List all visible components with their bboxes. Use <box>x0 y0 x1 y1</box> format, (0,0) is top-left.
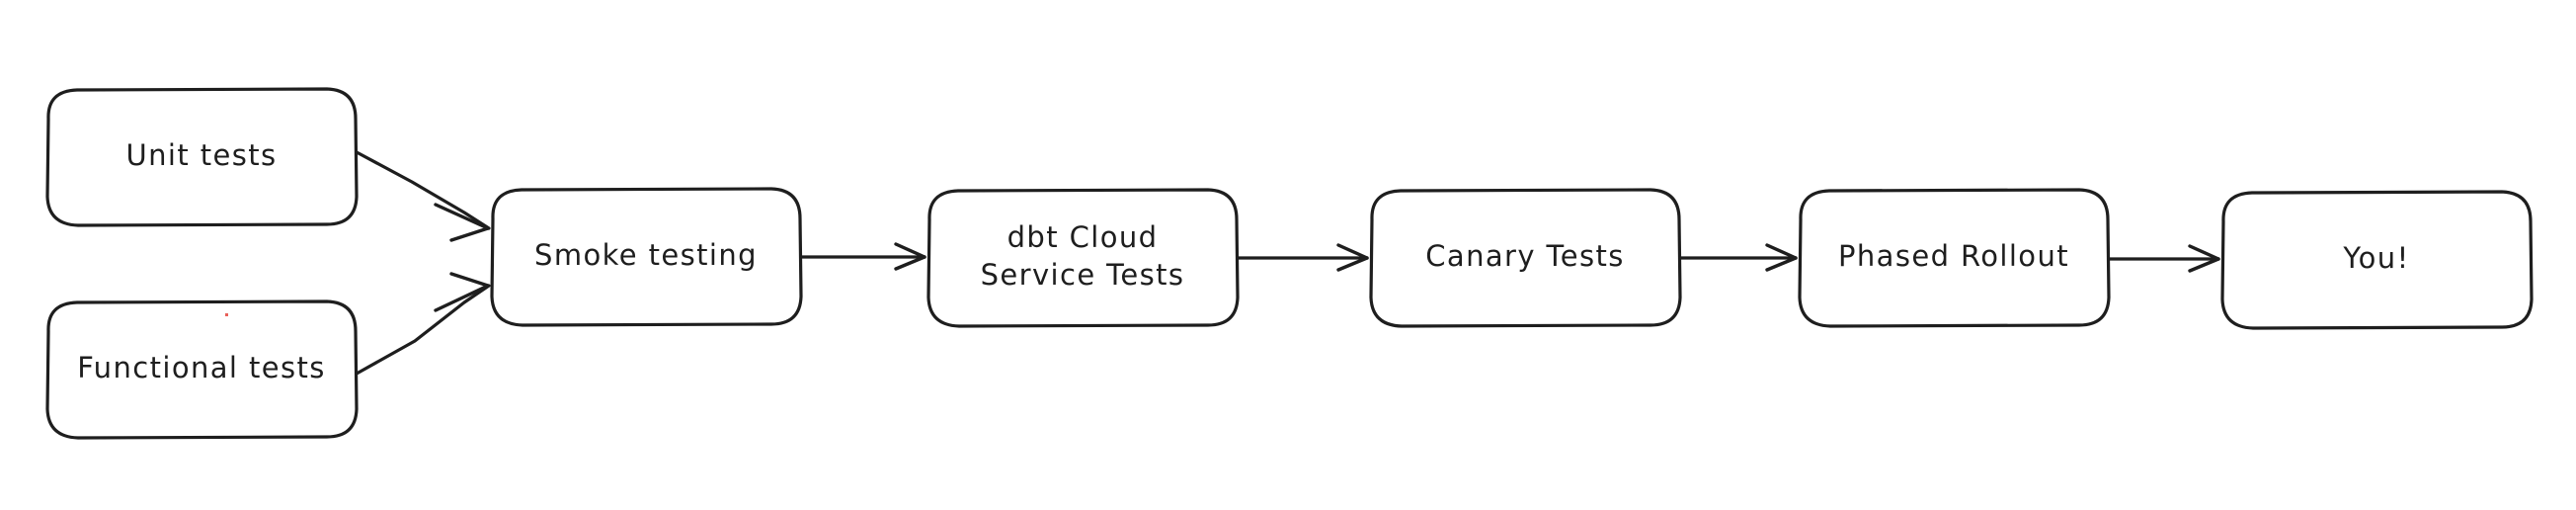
edge-canary-to-phased[interactable] <box>1679 243 1798 272</box>
node-you[interactable]: You! <box>2220 190 2534 330</box>
edge-dbt-to-canary[interactable] <box>1237 243 1369 272</box>
node-functional-tests[interactable]: Functional tests <box>45 299 359 440</box>
node-smoke-testing[interactable]: Smoke testing <box>490 187 803 327</box>
node-label-dbt-cloud-line1: dbt Cloud <box>1007 220 1159 254</box>
node-label-canary-tests: Canary Tests <box>1425 239 1625 273</box>
node-label-dbt-cloud-line2: Service Tests <box>981 258 1185 292</box>
edge-phased-to-you[interactable] <box>2108 244 2220 273</box>
node-phased-rollout[interactable]: Phased Rollout <box>1798 188 2111 328</box>
node-unit-tests[interactable]: Unit tests <box>45 87 359 227</box>
stray-red-dot-artifact <box>225 313 228 316</box>
node-dbt-cloud-service-tests[interactable]: dbt Cloud Service Tests <box>926 188 1240 328</box>
node-label-you: You! <box>2342 241 2409 275</box>
node-canary-tests[interactable]: Canary Tests <box>1369 188 1682 328</box>
node-label-functional-tests: Functional tests <box>77 351 326 384</box>
edge-unit-to-smoke[interactable] <box>355 150 491 242</box>
node-label-phased-rollout: Phased Rollout <box>1838 239 2069 273</box>
edge-functional-to-smoke[interactable] <box>355 272 491 376</box>
edge-smoke-to-dbt[interactable] <box>800 242 926 271</box>
node-label-unit-tests: Unit tests <box>125 138 277 172</box>
node-label-smoke-testing: Smoke testing <box>534 238 758 272</box>
